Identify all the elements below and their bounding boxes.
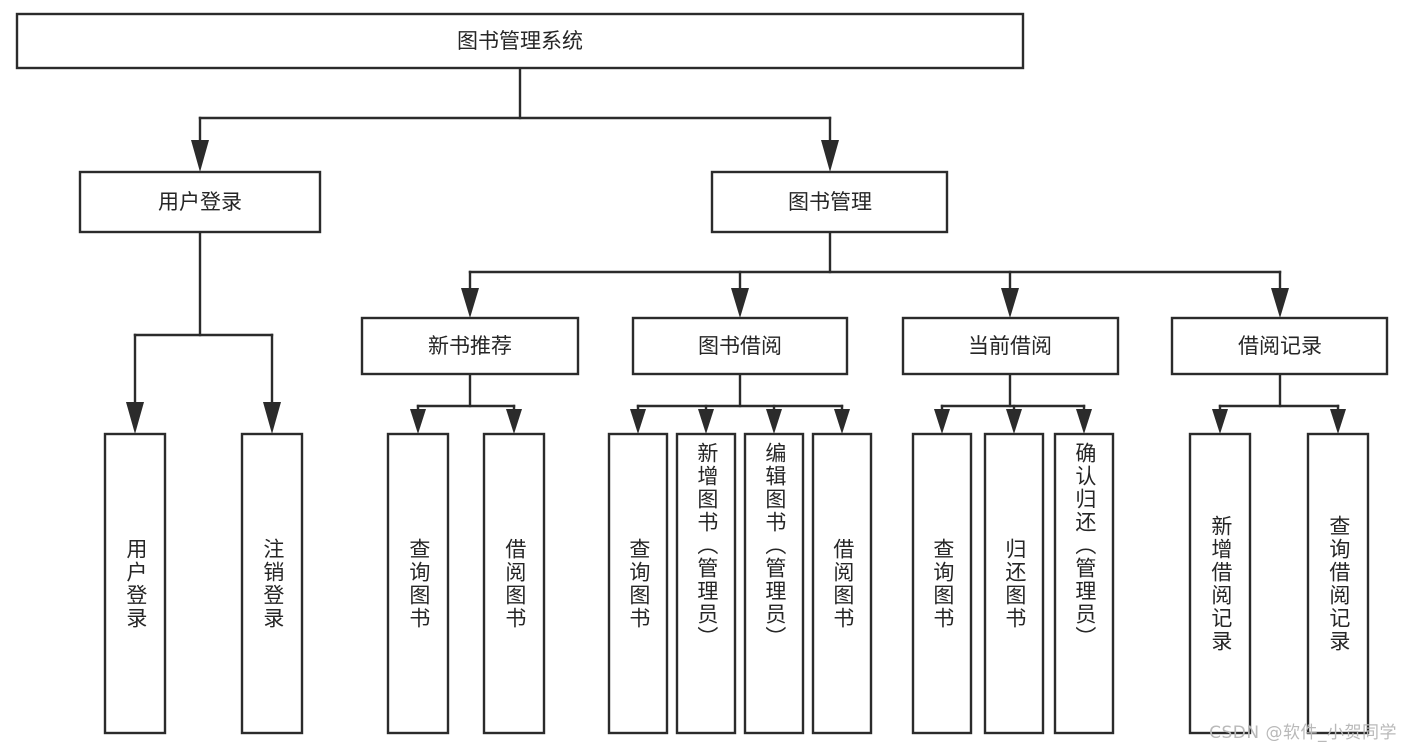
leaf-query-books-borrow-box[interactable] [607, 432, 669, 735]
node-root-label: 图书管理系统 [457, 29, 583, 53]
arrow-head-user-login [191, 140, 209, 172]
arrow-head-leaf-confirm-return-admin [1076, 409, 1092, 434]
arrow-head-leaf-add-borrow-record [1212, 409, 1228, 434]
arrow-head-leaf-query-books-recommend [410, 409, 426, 434]
node-user-login-label: 用户登录 [158, 190, 242, 214]
arrow-head-leaf-add-book-admin [698, 409, 714, 434]
node-current-borrow-box[interactable] [901, 316, 1120, 376]
arrow-head-leaf-query-borrow-record [1330, 409, 1346, 434]
arrow-head-leaf-borrow-books-borrow [834, 409, 850, 434]
leaf-add-borrow-record-box[interactable] [1188, 432, 1252, 735]
arrow-head-book-management [821, 140, 839, 172]
arrow-head-leaf-return-books [1006, 409, 1022, 434]
leaf-query-books-recommend-box[interactable] [386, 432, 450, 735]
nodes-layer: 图书管理系统 用户登录 图书管理 新书推荐 图书借阅 [15, 12, 1389, 735]
leaf-borrow-books-recommend-box[interactable] [482, 432, 546, 735]
arrow-head-borrow-records [1271, 288, 1289, 318]
node-book-borrow[interactable]: 图书借阅 [631, 316, 849, 376]
leaf-user-logout-box[interactable] [240, 432, 304, 735]
arrow-head-leaf-edit-book-admin [766, 409, 782, 434]
node-root-box[interactable] [15, 12, 1025, 70]
leaf-user-login-box[interactable] [103, 432, 167, 735]
arrow-head-leaf-borrow-books-recommend [506, 409, 522, 434]
node-root[interactable]: 图书管理系统 [15, 12, 1025, 70]
node-book-borrow-label: 图书借阅 [698, 334, 782, 358]
arrow-head-book-borrow [731, 288, 749, 318]
node-book-management[interactable]: 图书管理 [710, 170, 949, 234]
node-current-borrow[interactable]: 当前借阅 [901, 316, 1120, 376]
node-borrow-records[interactable]: 借阅记录 [1170, 316, 1389, 376]
arrow-head-current-borrow [1001, 288, 1019, 318]
arrow-head-leaf-user-logout [263, 402, 281, 434]
edges-layer [126, 66, 1346, 434]
node-user-login-box[interactable] [78, 170, 322, 234]
node-borrow-records-box[interactable] [1170, 316, 1389, 376]
arrow-head-leaf-user-login [126, 402, 144, 434]
csdn-watermark: CSDN @软件_小贺同学 [1209, 723, 1397, 743]
node-new-book-recommend-box[interactable] [360, 316, 580, 376]
node-book-borrow-box[interactable] [631, 316, 849, 376]
leaf-add-book-admin-box[interactable] [675, 432, 737, 735]
node-user-login[interactable]: 用户登录 [78, 170, 322, 234]
leaf-borrow-books-borrow-box[interactable] [811, 432, 873, 735]
node-book-management-label: 图书管理 [788, 190, 872, 214]
arrow-head-new-book-recommend [461, 288, 479, 318]
node-new-book-recommend-label: 新书推荐 [428, 334, 512, 358]
arrow-head-leaf-query-books-current [934, 409, 950, 434]
arrow-head-leaf-query-books-borrow [630, 409, 646, 434]
leaf-query-books-current-box[interactable] [911, 432, 973, 735]
node-current-borrow-label: 当前借阅 [968, 334, 1052, 358]
leaf-query-borrow-record-box[interactable] [1306, 432, 1370, 735]
leaf-return-books-box[interactable] [983, 432, 1045, 735]
leaf-confirm-return-admin-box[interactable] [1053, 432, 1115, 735]
node-book-management-box[interactable] [710, 170, 949, 234]
leaf-edit-book-admin-box[interactable] [743, 432, 805, 735]
node-new-book-recommend[interactable]: 新书推荐 [360, 316, 580, 376]
node-borrow-records-label: 借阅记录 [1238, 334, 1322, 358]
